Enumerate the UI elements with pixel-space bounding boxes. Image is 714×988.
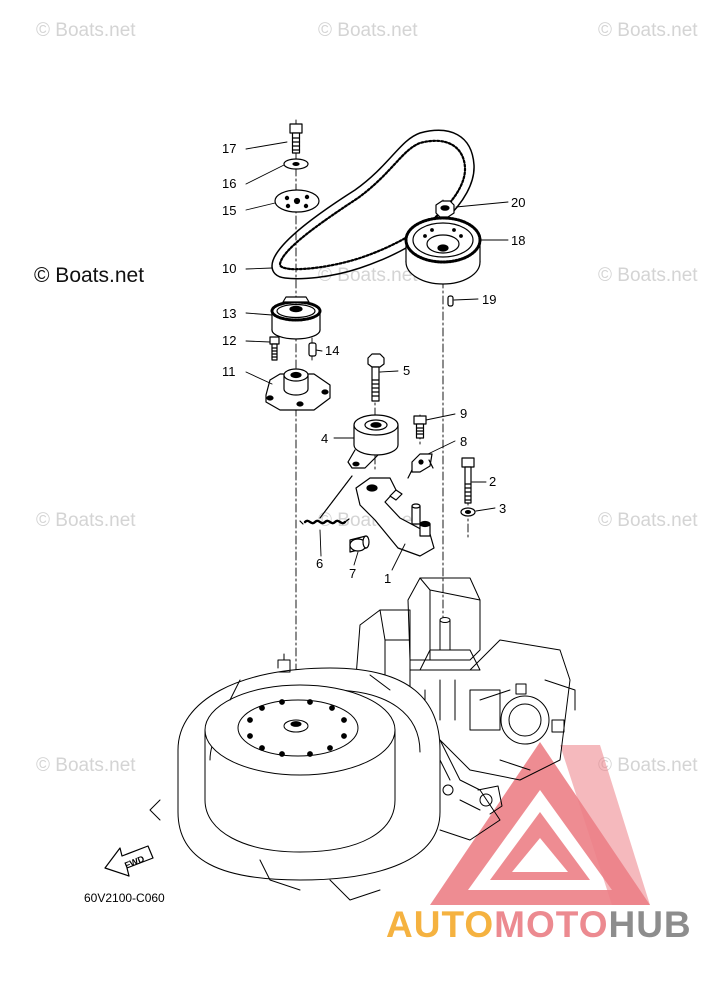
pin-19 xyxy=(447,295,454,307)
washer-3 xyxy=(460,507,476,517)
callout-4: 4 xyxy=(321,431,328,446)
watermark: © Boats.net xyxy=(598,20,698,41)
callout-19: 19 xyxy=(482,292,496,307)
watermark: © Boats.net xyxy=(598,510,698,531)
callout-15: 15 xyxy=(222,203,236,218)
callout-14: 14 xyxy=(325,343,339,358)
watermark-strong: © Boats.net xyxy=(34,264,145,287)
callout-3: 3 xyxy=(499,501,506,516)
watermark: © Boats.net xyxy=(36,20,136,41)
callout-13: 13 xyxy=(222,306,236,321)
callout-18: 18 xyxy=(511,233,525,248)
callout-7: 7 xyxy=(349,566,356,581)
callout-16: 16 xyxy=(222,176,236,191)
callout-1: 1 xyxy=(384,571,391,586)
callout-17: 17 xyxy=(222,141,236,156)
callout-9: 9 xyxy=(460,406,467,421)
callout-labels: 17 16 15 10 13 12 11 14 5 4 9 8 2 3 20 1… xyxy=(222,141,525,586)
diagram-code: 60V2100-C060 xyxy=(84,891,165,905)
watermark: © Boats.net xyxy=(598,265,698,286)
bolt-2 xyxy=(461,457,475,504)
washer-16 xyxy=(283,158,309,170)
bolt-9 xyxy=(413,415,427,439)
dowel-14 xyxy=(308,342,317,357)
nut-20 xyxy=(435,200,455,218)
logo-triangle-icon xyxy=(430,742,650,905)
bracket-8 xyxy=(407,453,434,479)
brand-part-auto: AUTO xyxy=(386,904,495,945)
watermark: © Boats.net xyxy=(36,755,136,776)
cam-pulley-18 xyxy=(404,216,482,285)
callout-12: 12 xyxy=(222,333,236,348)
plate-15 xyxy=(274,189,320,213)
callout-2: 2 xyxy=(489,474,496,489)
timing-belt xyxy=(271,129,475,280)
callout-10: 10 xyxy=(222,261,236,276)
bolt-17 xyxy=(289,123,303,154)
fwd-arrow-icon: FWD xyxy=(104,845,154,877)
watermark: © Boats.net xyxy=(318,265,418,286)
watermark: © Boats.net xyxy=(36,510,136,531)
collar-7 xyxy=(349,535,370,553)
callout-20: 20 xyxy=(511,195,525,210)
leader-lines xyxy=(245,141,509,571)
brand-logo-text: AUTOMOTOHUB xyxy=(386,904,692,946)
callout-11: 11 xyxy=(222,364,236,379)
tensioner-4 xyxy=(347,414,399,469)
callout-8: 8 xyxy=(460,434,467,449)
bolt-12 xyxy=(269,336,280,361)
watermark: © Boats.net xyxy=(598,755,698,776)
brand-part-moto: MOTO xyxy=(494,904,609,945)
crank-pulley-13 xyxy=(270,296,322,340)
flywheel xyxy=(149,653,441,901)
tensioner-arm-1 xyxy=(355,477,435,557)
callout-6: 6 xyxy=(316,556,323,571)
brand-part-hub: HUB xyxy=(608,904,692,945)
watermark: © Boats.net xyxy=(318,20,418,41)
callout-5: 5 xyxy=(403,363,410,378)
bracket-11 xyxy=(265,368,331,411)
bolt-5 xyxy=(367,353,385,402)
spring-6 xyxy=(299,475,353,525)
